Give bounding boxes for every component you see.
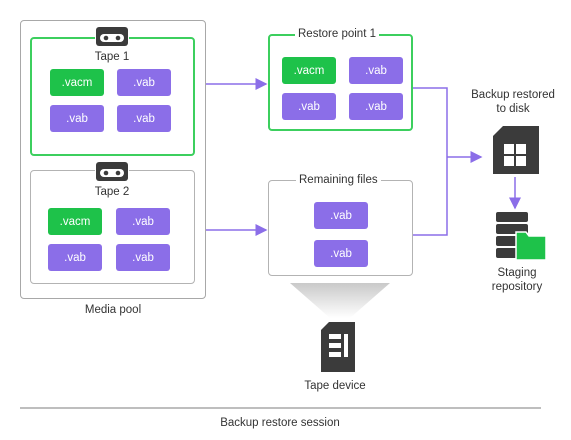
file-chip-vacm: .vacm — [50, 69, 104, 96]
tape2-label: Tape 2 — [94, 186, 130, 198]
tape-cassette-icon — [95, 160, 129, 187]
restore-point-label: Restore point 1 — [295, 28, 379, 40]
file-chip-vab: .vab — [314, 202, 368, 229]
file-chip-vab: .vab — [116, 244, 170, 271]
session-label: Backup restore session — [220, 417, 340, 429]
file-chip-vab: .vab — [314, 240, 368, 267]
tape1-label: Tape 1 — [94, 51, 130, 63]
file-chip-vacm: .vacm — [48, 208, 102, 235]
connector-restore-point — [413, 87, 448, 157]
disk-icon — [493, 126, 539, 179]
file-chip-vab: .vab — [349, 93, 403, 120]
staging-label-line1: Staging — [497, 267, 537, 279]
backup-restored-label-line2: to disk — [496, 103, 530, 115]
file-chip-vab: .vab — [50, 105, 104, 132]
backup-restored-label-line1: Backup restored — [471, 89, 555, 101]
file-chip-vab: .vab — [117, 69, 171, 96]
file-chip-vab: .vab — [48, 244, 102, 271]
media-pool-label: Media pool — [84, 304, 142, 316]
tape-device-icon — [321, 322, 355, 377]
repository-icon — [494, 212, 548, 267]
backup-restored-label: Backup restored to disk — [458, 88, 568, 116]
file-chip-vab: .vab — [117, 105, 171, 132]
staging-label: Staging repository — [467, 266, 567, 294]
staging-label-line2: repository — [491, 281, 543, 293]
tape-device-label: Tape device — [304, 380, 366, 392]
file-chip-vab: .vab — [116, 208, 170, 235]
file-chip-vab: .vab — [282, 93, 336, 120]
tape-device-beam — [290, 283, 390, 318]
remaining-files-label: Remaining files — [296, 174, 381, 186]
connector-remaining — [413, 157, 448, 236]
file-chip-vab: .vab — [349, 57, 403, 84]
file-chip-vacm: .vacm — [282, 57, 336, 84]
media-pool-box — [20, 20, 206, 299]
tape-cassette-icon — [95, 25, 129, 52]
